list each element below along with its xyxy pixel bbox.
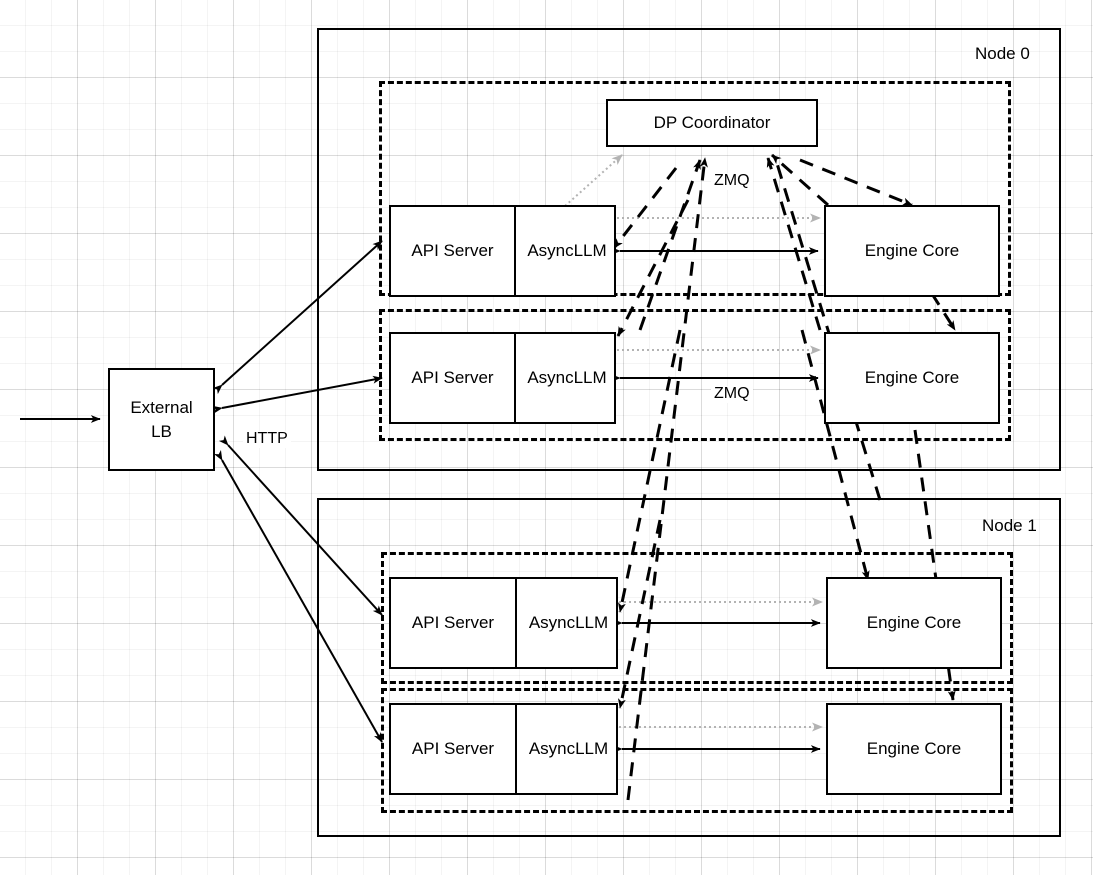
external-lb-box[interactable]: External LB bbox=[108, 368, 215, 471]
engine-core-label: Engine Core bbox=[864, 241, 960, 260]
asyncllm-label: AsyncLLM bbox=[514, 334, 618, 422]
node-1-replica-1-api-server-box[interactable]: API Server AsyncLLM bbox=[389, 577, 618, 669]
node-0-replica-1-group bbox=[379, 81, 1011, 296]
node-1-replica-2-api-server-box[interactable]: API Server AsyncLLM bbox=[389, 703, 618, 795]
node-0-replica-2-engine-core-box[interactable]: Engine Core bbox=[824, 332, 1000, 424]
asyncllm-label: AsyncLLM bbox=[515, 579, 620, 667]
node-0-container bbox=[317, 28, 1061, 471]
engine-core-label: Engine Core bbox=[866, 739, 962, 758]
api-server-label: API Server bbox=[411, 241, 494, 260]
node-1-replica-2-group bbox=[381, 688, 1013, 813]
node-1-replica-1-engine-core-box[interactable]: Engine Core bbox=[826, 577, 1002, 669]
node-0-replica-1-api-server-box[interactable]: API Server AsyncLLM bbox=[389, 205, 616, 297]
asyncllm-label: AsyncLLM bbox=[515, 705, 620, 793]
zmq-coordinator-label: ZMQ bbox=[711, 172, 753, 190]
node-1-container bbox=[317, 498, 1061, 837]
dp-coordinator-label: DP Coordinator bbox=[653, 113, 771, 132]
api-server-label: API Server bbox=[411, 368, 494, 387]
asyncllm-label: AsyncLLM bbox=[514, 207, 618, 295]
node-1-replica-2-engine-core-box[interactable]: Engine Core bbox=[826, 703, 1002, 795]
zmq-node0-replica2-label: ZMQ bbox=[711, 385, 753, 403]
node-1-replica-1-group bbox=[381, 552, 1013, 684]
http-edge-label: HTTP bbox=[243, 430, 291, 448]
node-0-label: Node 0 bbox=[975, 44, 1030, 63]
api-server-label: API Server bbox=[411, 739, 495, 758]
external-lb-label-line1: External bbox=[130, 397, 193, 417]
api-server-label: API Server bbox=[411, 613, 495, 632]
node-1-label: Node 1 bbox=[982, 516, 1037, 535]
dp-coordinator-box[interactable]: DP Coordinator bbox=[606, 99, 818, 147]
node-0-replica-2-group bbox=[379, 309, 1011, 441]
node-0-replica-1-engine-core-box[interactable]: Engine Core bbox=[824, 205, 1000, 297]
node-0-replica-2-api-server-box[interactable]: API Server AsyncLLM bbox=[389, 332, 616, 424]
engine-core-label: Engine Core bbox=[866, 613, 962, 632]
external-lb-label-line2: LB bbox=[151, 421, 172, 441]
engine-core-label: Engine Core bbox=[864, 368, 960, 387]
